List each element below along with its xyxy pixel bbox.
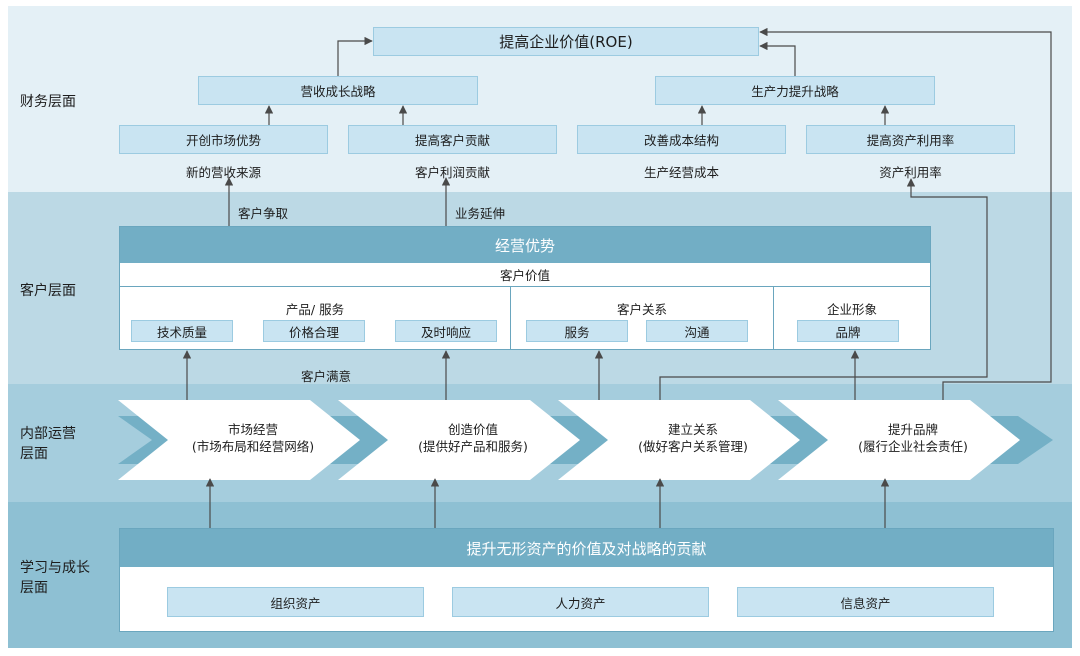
customer-item-service: 服务 <box>526 320 628 342</box>
asset-human: 人力资产 <box>452 587 709 617</box>
process-step-2-title: 创造价值 <box>447 422 498 437</box>
process-step-4-sub: (履行企业社会责任) <box>858 439 968 454</box>
caption-customer-profit: 客户利润贡献 <box>414 165 490 180</box>
asset-information: 信息资产 <box>737 587 994 617</box>
customer-item-brand: 品牌 <box>797 320 899 342</box>
customer-divider-2 <box>773 287 774 350</box>
layer-label-learning-line2: 层面 <box>20 580 48 596</box>
productivity-strategy-box: 生产力提升战略 <box>655 76 935 105</box>
arrow-step4-to-roe <box>759 27 1052 400</box>
customer-divider-1 <box>510 287 511 350</box>
arrow-step3-to-asset-utilization <box>659 178 988 400</box>
financial-item-asset-utilization: 提高资产利用率 <box>806 125 1015 154</box>
chevron-step-1 <box>118 400 360 480</box>
layer-label-internal: 内部运营 层面 <box>20 424 76 464</box>
asset-organizational: 组织资产 <box>167 587 424 617</box>
process-step-4-text: 提升品牌 (履行企业社会责任) <box>828 421 998 455</box>
layer-label-internal-line1: 内部运营 <box>20 426 76 442</box>
chevron-step-4 <box>778 400 1020 480</box>
label-customer-satisfaction: 客户满意 <box>301 369 352 384</box>
customer-item-communication: 沟通 <box>646 320 748 342</box>
process-step-1-title: 市场经营 <box>227 422 278 437</box>
process-step-1-sub: (市场布局和经营网络) <box>191 439 315 454</box>
group-label-corporate-image: 企业形象 <box>826 301 877 317</box>
layer-label-financial: 财务层面 <box>20 94 76 110</box>
layer-label-customer: 客户层面 <box>20 283 76 299</box>
arrow-revenue-to-roe <box>337 36 373 76</box>
process-step-2-text: 创造价值 (提供好产品和服务) <box>388 421 558 455</box>
process-step-3-title: 建立关系 <box>667 422 718 437</box>
process-step-1-text: 市场经营 (市场布局和经营网络) <box>168 421 338 455</box>
learning-header: 提升无形资产的价值及对战略的贡献 <box>120 529 1053 567</box>
caption-operating-cost: 生产经营成本 <box>643 165 719 180</box>
process-step-2-sub: (提供好产品和服务) <box>418 439 528 454</box>
customer-panel: 经营优势 客户价值 产品/ 服务 客户关系 企业形象 <box>119 226 931 350</box>
group-label-product-service: 产品/ 服务 <box>285 301 345 317</box>
financial-item-customer-contribution: 提高客户贡献 <box>348 125 557 154</box>
customer-value-row: 客户价值 <box>120 263 930 287</box>
customer-item-technical-quality: 技术质量 <box>131 320 233 342</box>
label-business-extension: 业务延伸 <box>455 206 506 221</box>
arrow-productivity-to-roe <box>759 41 796 76</box>
caption-asset-utilization: 资产利用率 <box>879 165 942 180</box>
chevron-step-2 <box>338 400 580 480</box>
revenue-strategy-box: 营收成长战略 <box>198 76 478 105</box>
financial-item-market: 开创市场优势 <box>119 125 328 154</box>
layer-label-learning-line1: 学习与成长 <box>20 560 90 576</box>
process-step-3-sub: (做好客户关系管理) <box>638 439 748 454</box>
process-step-3-text: 建立关系 (做好客户关系管理) <box>608 421 778 455</box>
operating-advantage-header: 经营优势 <box>120 227 930 263</box>
group-label-customer-relationship: 客户关系 <box>616 301 667 317</box>
financial-item-cost-structure: 改善成本结构 <box>577 125 786 154</box>
chevron-step-3 <box>558 400 800 480</box>
roe-box: 提高企业价值(ROE) <box>373 27 759 56</box>
process-step-4-title: 提升品牌 <box>887 422 938 437</box>
layer-label-learning: 学习与成长 层面 <box>20 558 90 598</box>
label-customer-acquisition: 客户争取 <box>238 206 289 221</box>
layer-label-internal-line2: 层面 <box>20 446 48 462</box>
caption-new-revenue: 新的营收来源 <box>185 165 261 180</box>
customer-item-reasonable-price: 价格合理 <box>263 320 365 342</box>
customer-item-timely-response: 及时响应 <box>395 320 497 342</box>
